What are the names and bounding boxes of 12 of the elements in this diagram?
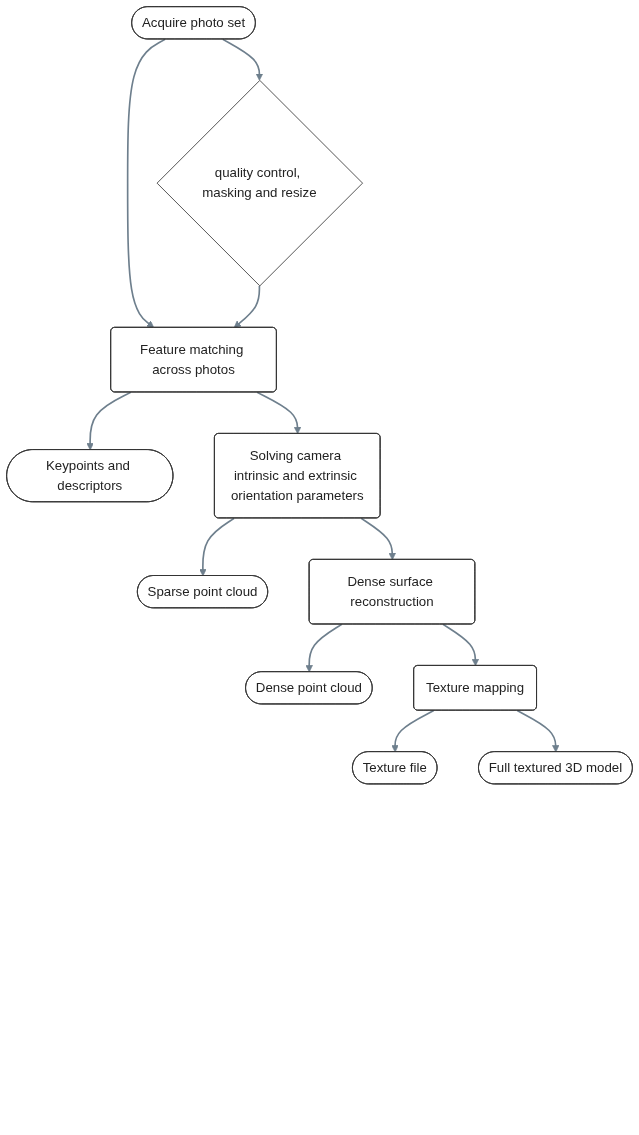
arrow: [516, 709, 560, 753]
arrow: [233, 285, 261, 329]
arrow: [391, 709, 435, 753]
arrow: [126, 38, 166, 329]
arrow: [222, 38, 264, 81]
arrow: [442, 623, 479, 667]
arrow: [199, 517, 235, 577]
arrow: [360, 517, 396, 561]
arrow: [256, 391, 302, 435]
node-diamond: quality control, masking and resize: [156, 79, 363, 287]
arrow: [305, 623, 343, 673]
arrow: [86, 391, 132, 451]
